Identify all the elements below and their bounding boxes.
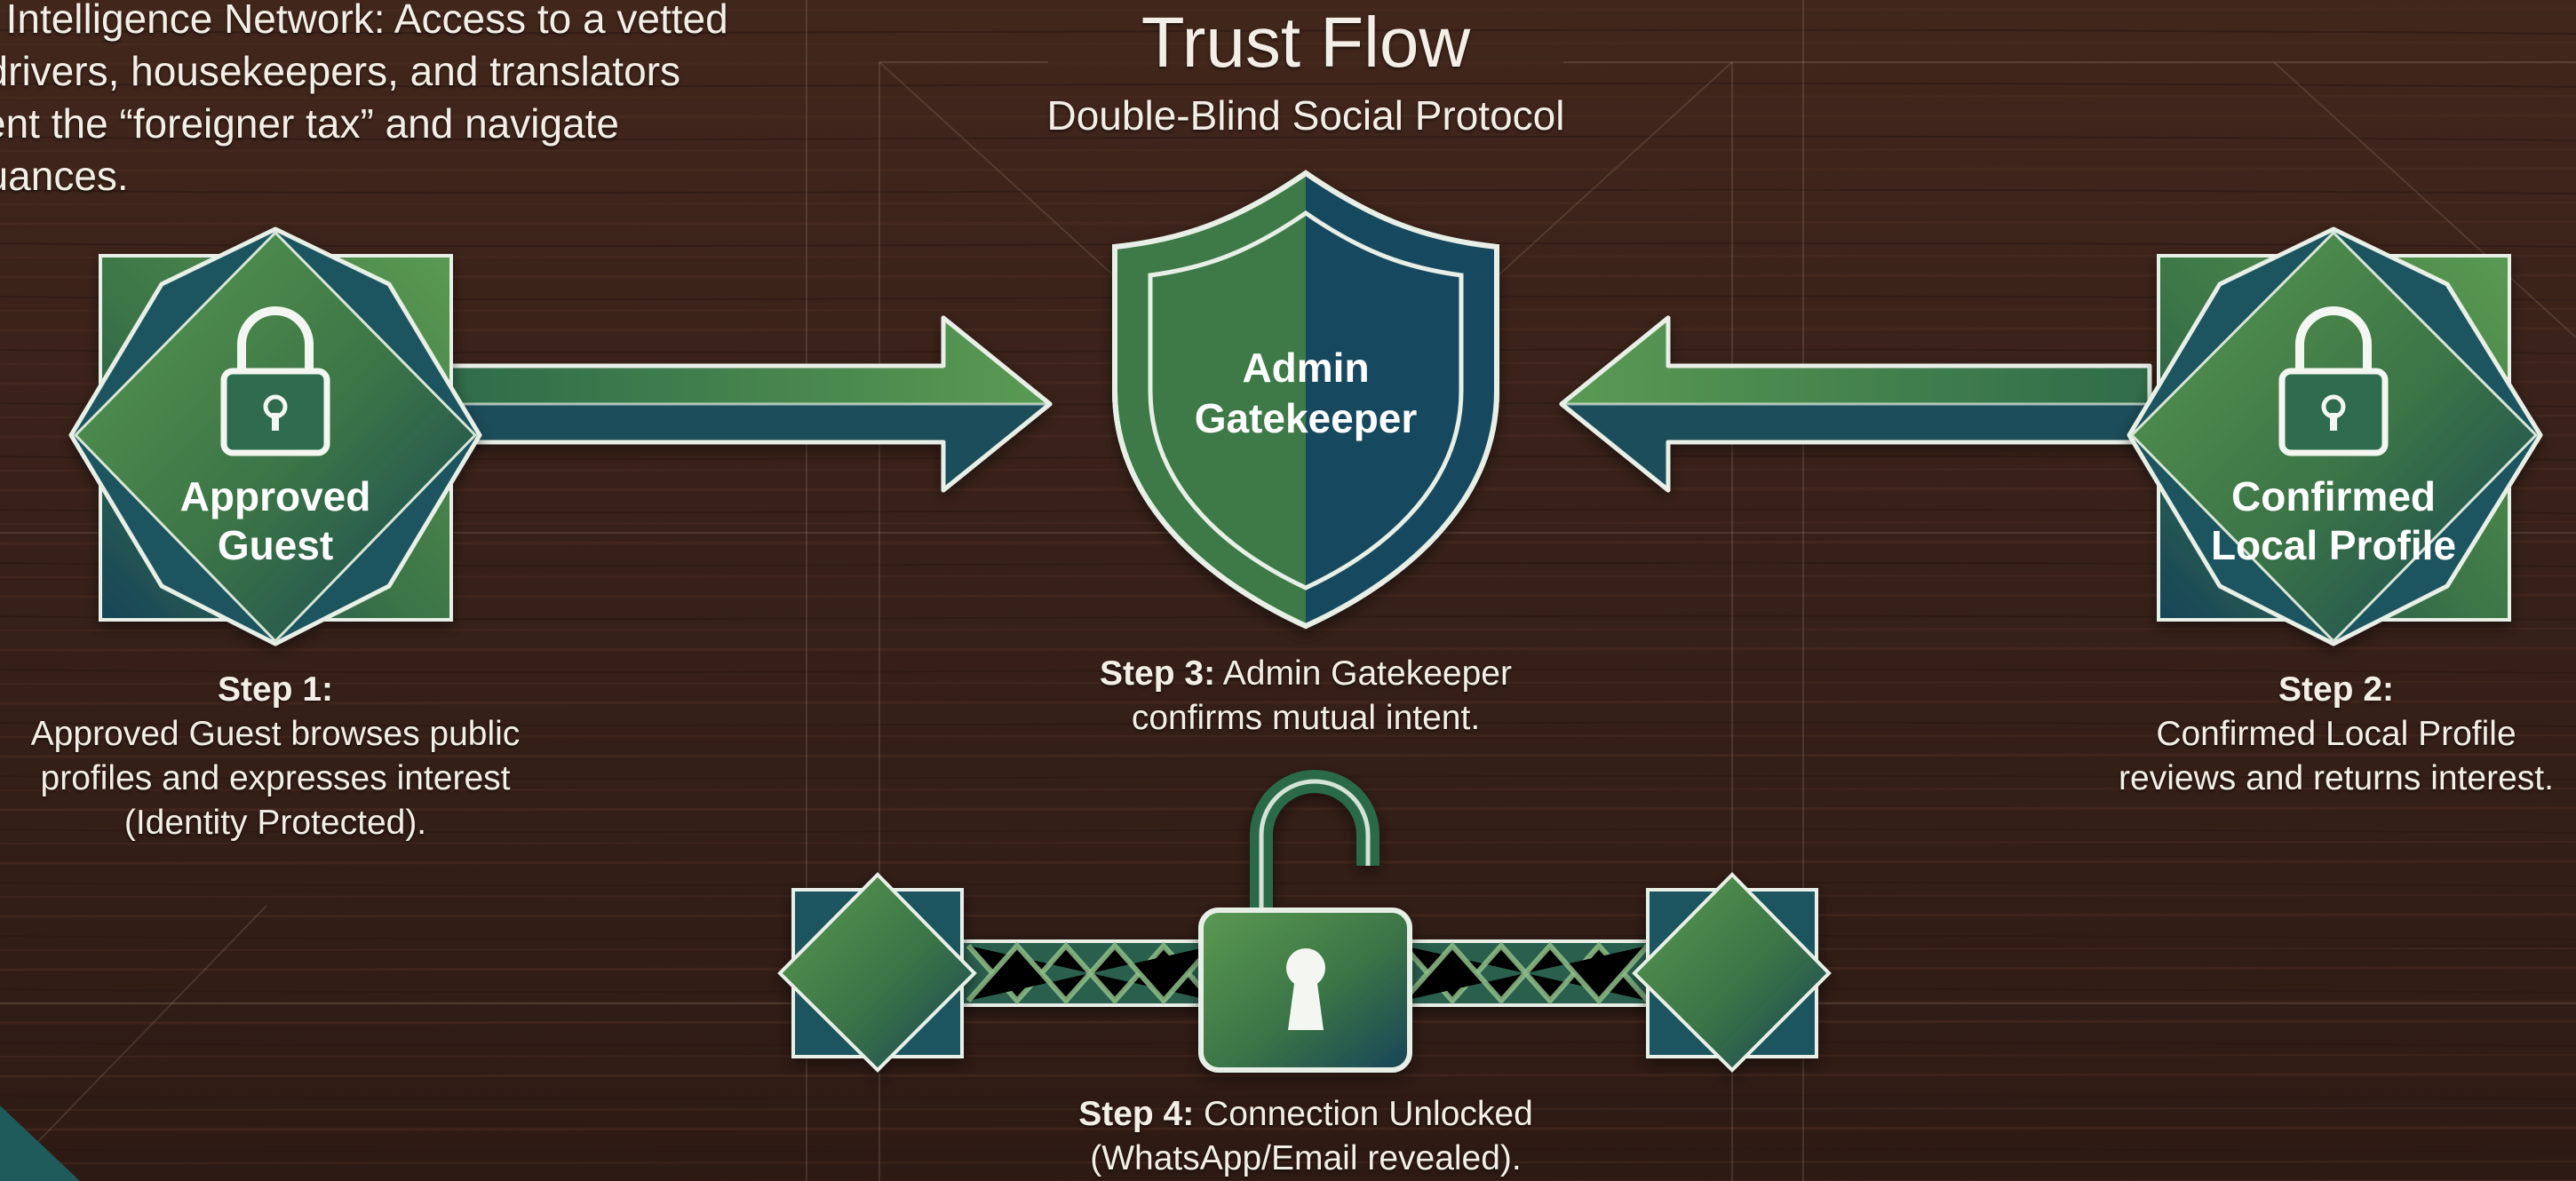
padlock-icon (220, 306, 330, 456)
step-1-line: profiles and expresses interest (40, 759, 511, 797)
step-1-line: Approved Guest browses public (30, 715, 521, 753)
node-labels: Approved Guest Confirmed Local Profile A… (180, 345, 2456, 568)
step-3-caption: Step 3: Admin Gatekeeper confirms mutual… (977, 652, 1634, 741)
step-3-label: Step 3: (1100, 654, 1216, 693)
step-1-line: (Identity Protected). (123, 804, 427, 842)
intro-line: nuances. (0, 153, 129, 199)
guest-label-line2: Guest (218, 522, 333, 568)
admin-label-line2: Gatekeeper (1195, 395, 1418, 441)
step-1-caption: Step 1: Approved Guest browses public pr… (0, 668, 551, 845)
arrow-left-icon (1559, 315, 2152, 493)
arrow-right-icon (446, 315, 1053, 493)
step-2-line: Confirmed Local Profile (2156, 715, 2516, 753)
padlock-icon (2278, 306, 2389, 456)
intro-line: al Intelligence Network: Access to a vet… (0, 0, 728, 42)
page-subtitle: Double-Blind Social Protocol (1046, 92, 1565, 139)
step-4-caption: Step 4: Connection Unlocked (WhatsApp/Em… (977, 1092, 1634, 1181)
step-3-text: Admin Gatekeeper (1215, 654, 1512, 693)
step-1-label: Step 1: (217, 670, 334, 709)
step-2-caption: Step 2: Confirmed Local Profile reviews … (2061, 668, 2576, 801)
page-title: Trust Flow (1141, 3, 1471, 82)
intro-line: f drivers, housekeepers, and translators (0, 48, 680, 94)
admin-label-line1: Admin (1242, 345, 1369, 391)
intro-line: vent the “foreigner tax” and navigate (0, 100, 620, 147)
local-label-line1: Confirmed (2231, 473, 2436, 519)
step-2-label: Step 2: (2278, 670, 2395, 709)
step-4-line: (WhatsApp/Email revealed). (1090, 1139, 1522, 1177)
intro-text: al Intelligence Network: Access to a vet… (0, 0, 833, 202)
connection-right-diamond (1632, 872, 1832, 1073)
open-padlock-icon (1198, 770, 1412, 1073)
step-4-label: Step 4: (1078, 1095, 1195, 1133)
guest-label-line1: Approved (180, 473, 371, 519)
step-3-line: confirms mutual intent. (1131, 699, 1481, 737)
shield-icon (1112, 170, 1499, 630)
step-4-text: Connection Unlocked (1194, 1095, 1533, 1133)
local-label-line2: Local Profile (2211, 522, 2456, 568)
step-2-line: reviews and returns interest. (2119, 759, 2554, 797)
connection-left-diamond (777, 872, 977, 1073)
